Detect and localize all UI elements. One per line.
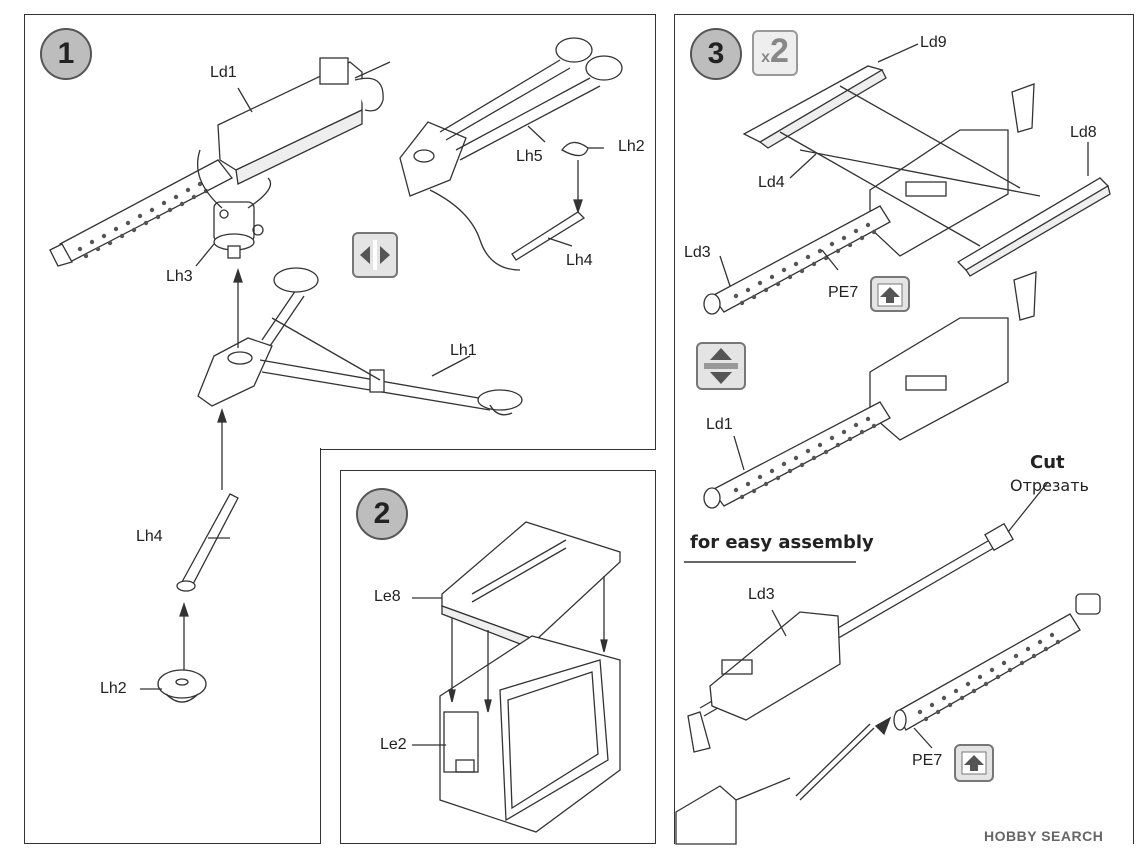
label-lh4: Lh4 xyxy=(136,528,163,545)
step-number-1: 1 xyxy=(40,28,92,80)
step-1-panel-lower xyxy=(24,448,321,844)
watermark: HOBBY SEARCH xyxy=(984,828,1104,844)
up-arrow-icon-2 xyxy=(954,744,994,782)
label-lh3: Lh3 xyxy=(166,268,193,285)
label-lh2-small: Lh2 xyxy=(618,138,645,155)
cut-label-russian: Отрезать xyxy=(1010,476,1089,495)
ammo-box-drawing xyxy=(439,521,621,833)
cut-label: Cut xyxy=(1030,452,1065,473)
tripod-lh1-drawing xyxy=(197,267,523,416)
times-symbol: x xyxy=(761,49,770,66)
barrel-ld3-drawing xyxy=(703,205,891,315)
step-number-2: 2 xyxy=(356,488,408,540)
folded-tripod-lh5-drawing xyxy=(399,37,623,271)
label-ld3-lower: Ld3 xyxy=(748,586,775,603)
label-le2: Le2 xyxy=(380,736,407,753)
label-ld1-top: Ld1 xyxy=(210,64,237,81)
label-ld4: Ld4 xyxy=(758,174,785,191)
times-two-badge: x 2 xyxy=(752,30,798,76)
times-count: 2 xyxy=(769,32,789,70)
jacket-pe7-drawing xyxy=(893,593,1101,731)
label-ld1-lower: Ld1 xyxy=(706,416,733,433)
label-ld3-top: Ld3 xyxy=(684,244,711,261)
flip-icon xyxy=(696,342,746,390)
receiver-ld3-drawing xyxy=(687,611,841,753)
label-lh2: Lh2 xyxy=(100,680,127,697)
label-ld9: Ld9 xyxy=(920,34,947,51)
rod-lh4-drawing xyxy=(176,493,239,592)
cradle-ld8-ld9-drawing xyxy=(742,65,1111,277)
up-arrow-icon xyxy=(870,276,910,312)
machine-gun-ld1-drawing xyxy=(49,57,391,267)
label-le8: Le8 xyxy=(374,588,401,605)
machine-gun-ld1-lower-drawing xyxy=(703,271,1037,509)
step-number-3: 3 xyxy=(690,28,742,80)
cap-lh2-drawing xyxy=(157,669,207,703)
swap-icon xyxy=(352,232,398,278)
label-ld8: Ld8 xyxy=(1070,124,1097,141)
label-lh1: Lh1 xyxy=(450,342,477,359)
label-pe7-lower: PE7 xyxy=(912,752,943,769)
panel-1-mask xyxy=(25,444,320,452)
label-lh5: Lh5 xyxy=(516,148,543,165)
label-pe7-top: PE7 xyxy=(828,284,859,301)
label-lh4-small: Lh4 xyxy=(566,252,593,269)
easy-assembly-heading: for easy assembly xyxy=(690,532,874,553)
